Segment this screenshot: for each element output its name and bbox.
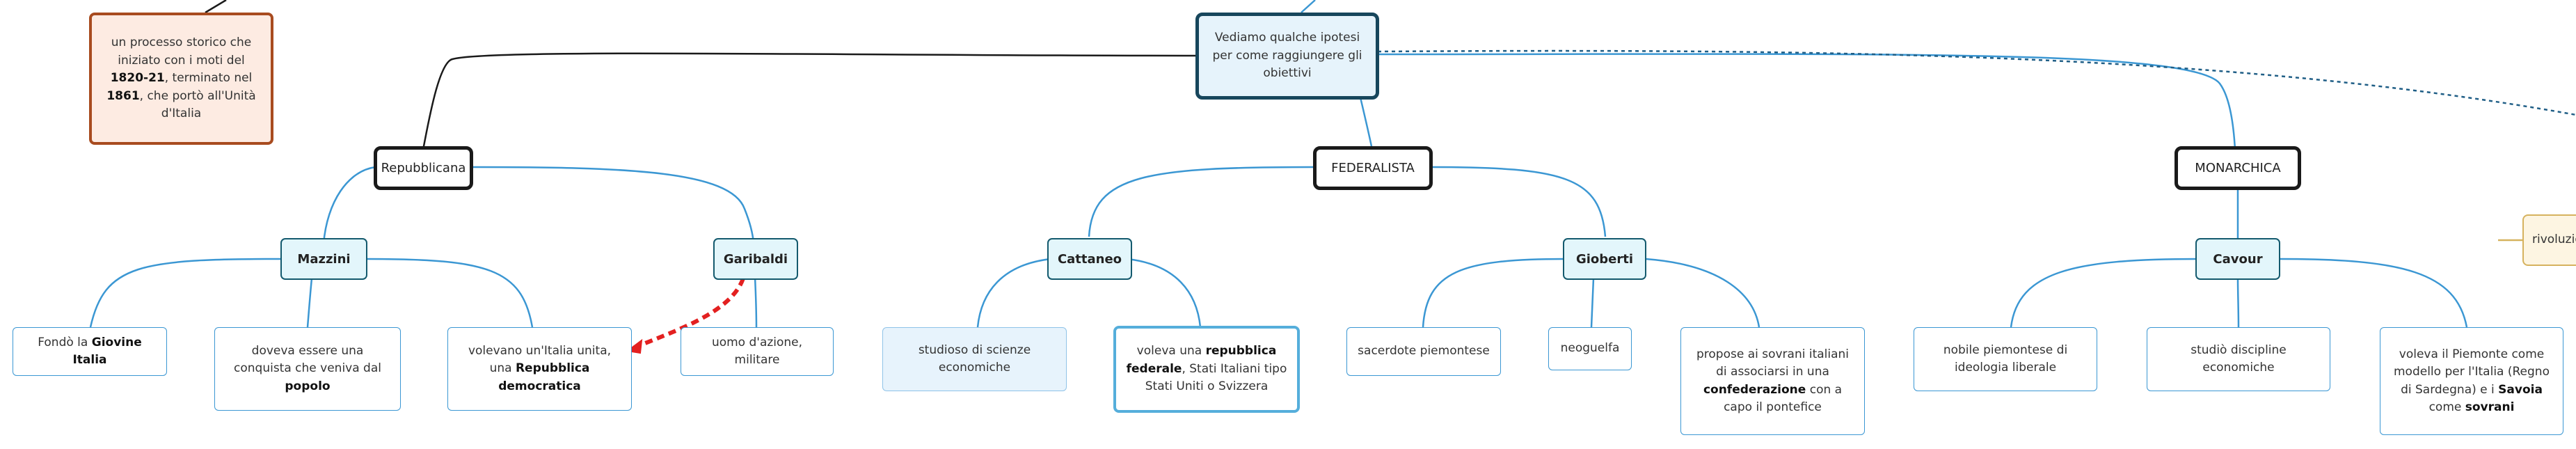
connector-repubblicana-garibaldi (470, 166, 755, 244)
connector-root-federalista (1359, 97, 1374, 150)
branch-federalista[interactable]: FEDERALISTA (1313, 146, 1433, 190)
note-text: un processo storico che iniziato con i m… (106, 36, 256, 121)
connector-repubblicana-mazzini (322, 166, 376, 244)
connector-note-top (205, 0, 227, 14)
leaf-garibaldi-uomo-azione[interactable]: uomo d'azione, militare (681, 327, 834, 376)
leaf-mazzini-conquista-popolo[interactable]: doveva essere una conquista che veniva d… (214, 327, 401, 411)
central-topic-text: Vediamo qualche ipotesi per come raggiun… (1212, 31, 1362, 81)
connector-root-monarchica (1377, 53, 2236, 150)
leaf-mazzini-giovine-italia[interactable]: Fondò la Giovine Italia (13, 327, 167, 376)
connector-mazzini-leaf3 (365, 258, 534, 328)
subtopic-gioberti[interactable]: Gioberti (1563, 238, 1646, 280)
partial-node-text: rivoluzio (2532, 233, 2576, 247)
connector-root-repubblicana (422, 52, 1196, 150)
central-topic[interactable]: Vediamo qualche ipotesi per come raggiun… (1195, 13, 1379, 100)
leaf-cavour-discipline-economiche[interactable]: studiò discipline economiche (2147, 327, 2330, 391)
connector-mazzini-leaf2 (306, 278, 313, 328)
branch-repubblicana[interactable]: Repubblicana (374, 146, 473, 190)
subtopic-mazzini[interactable]: Mazzini (280, 238, 367, 280)
leaf-cavour-nobile-liberale[interactable]: nobile piemontese di ideologia liberale (1914, 327, 2097, 391)
connector-cavour-leaf1 (2010, 258, 2198, 328)
subtopic-garibaldi[interactable]: Garibaldi (713, 238, 798, 280)
note-unification-process[interactable]: un processo storico che iniziato con i m… (89, 13, 273, 145)
connector-cattaneo-leaf1 (976, 258, 1051, 328)
leaf-gioberti-confederazione[interactable]: propose ai sovrani italiani di associars… (1680, 327, 1865, 435)
subtopic-cattaneo[interactable]: Cattaneo (1047, 238, 1132, 280)
connector-cattaneo-leaf2 (1127, 258, 1202, 328)
connector-gioberti-leaf2 (1590, 278, 1595, 328)
leaf-mazzini-repubblica-democratica[interactable]: volevano un'Italia unita, una Repubblica… (447, 327, 632, 411)
subtopic-cavour[interactable]: Cavour (2195, 238, 2280, 280)
branch-monarchica[interactable]: MONARCHICA (2175, 146, 2301, 190)
leaf-cavour-savoia-sovrani[interactable]: voleva il Piemonte come modello per l'It… (2380, 327, 2563, 435)
connector-root-offscreen (1377, 49, 2576, 116)
partial-node-right[interactable]: rivoluzio (2522, 214, 2576, 266)
connector-garibaldi-leaf1 (754, 276, 758, 328)
leaf-cattaneo-repubblica-federale[interactable]: voleva una repubblica federale, Stati It… (1113, 326, 1300, 413)
relationship-garibaldi-mazzini (632, 277, 745, 350)
connector-cavour-leaf3 (2279, 258, 2468, 328)
leaf-gioberti-sacerdote[interactable]: sacerdote piemontese (1346, 327, 1501, 376)
connector-federalista-cattaneo (1088, 166, 1316, 237)
connector-federalista-gioberti (1430, 166, 1607, 237)
connector-mazzini-leaf1 (89, 258, 283, 328)
connector-root-top (1301, 0, 1316, 13)
connector-gioberti-leaf1 (1422, 258, 1565, 328)
leaf-gioberti-neoguelfa[interactable]: neoguelfa (1548, 327, 1632, 370)
connector-cavour-leaf2 (2236, 278, 2240, 328)
leaf-cattaneo-scienze-economiche[interactable]: studioso di scienze economiche (882, 327, 1067, 391)
connector-gioberti-leaf3 (1645, 258, 1760, 328)
